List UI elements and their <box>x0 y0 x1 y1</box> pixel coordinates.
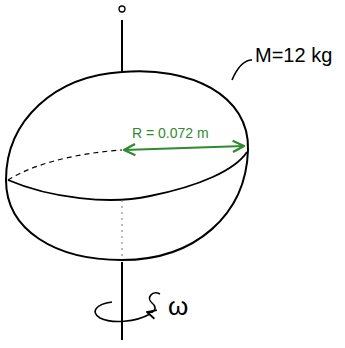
axis <box>121 262 123 340</box>
omega-label: ω <box>168 292 188 321</box>
sphere-outline <box>6 71 248 260</box>
radius-arrow <box>124 146 244 150</box>
axis-hidden <box>122 200 123 258</box>
equator-back <box>8 150 122 180</box>
axis-end <box>119 6 125 12</box>
leader-line <box>232 60 252 80</box>
rotation-arrow <box>147 293 160 312</box>
radius-label: R = 0.072 m <box>132 126 209 141</box>
mass-label: M=12 kg <box>255 44 332 66</box>
axis <box>121 20 123 72</box>
rotation-arrow <box>95 302 150 321</box>
equator-front <box>8 152 247 200</box>
